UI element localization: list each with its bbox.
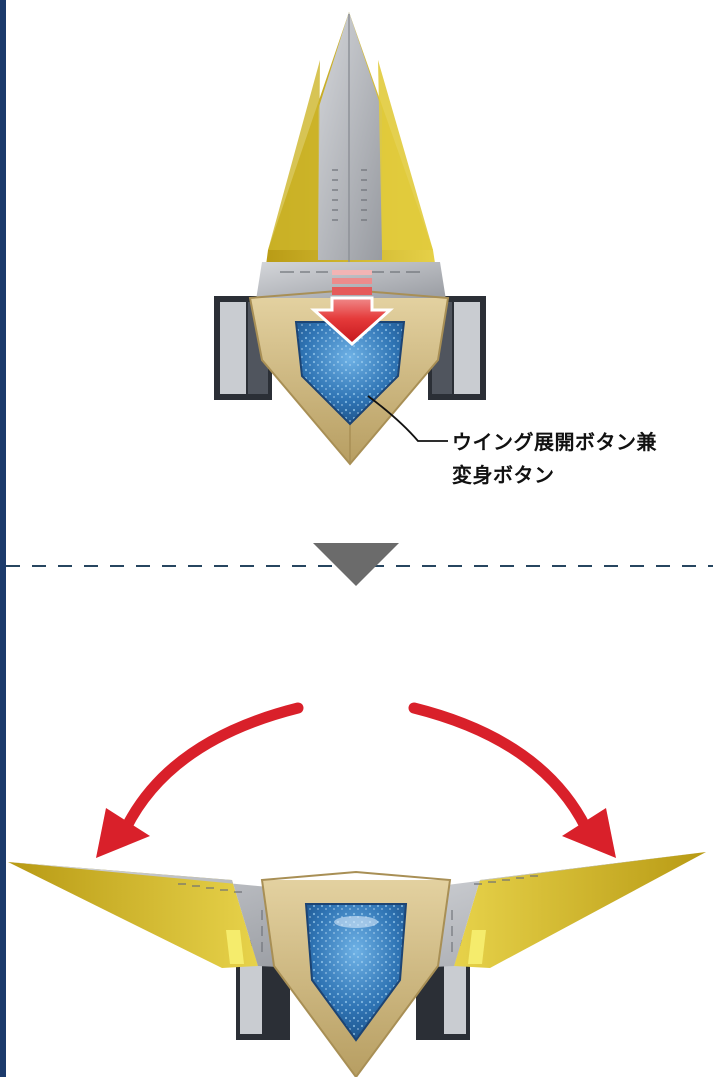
- wing-left: [8, 862, 320, 968]
- device-open: [8, 852, 706, 1077]
- callout-leader-line: [367, 395, 448, 442]
- folded-wing: [256, 12, 446, 300]
- down-arrow-icon: [310, 270, 394, 347]
- down-triangle-icon: [313, 543, 399, 586]
- device-closed: [214, 12, 486, 466]
- curved-arrow-right-icon: [408, 702, 616, 858]
- crystal-gem-open: [304, 903, 408, 1042]
- left-accent-bar: [0, 0, 6, 1077]
- curved-arrow-left-icon: [96, 702, 304, 858]
- callout-label: ウイング展開ボタン兼 変身ボタン: [452, 426, 657, 492]
- callout-line-1: ウイング展開ボタン兼: [452, 430, 657, 454]
- callout-line-2: 変身ボタン: [452, 463, 555, 487]
